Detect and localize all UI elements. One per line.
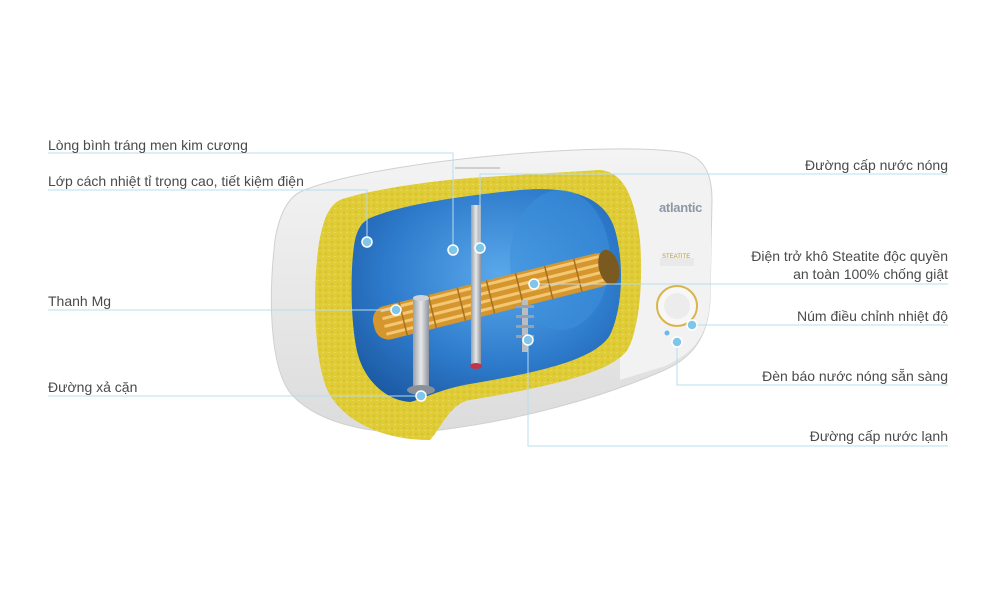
label-temperature-knob: Núm điều chỉnh nhiệt độ [797, 308, 948, 324]
label-hot-water-outlet: Đường cấp nước nóng [805, 157, 948, 173]
steatite-badge: STEATITE [662, 254, 691, 260]
label-enamel-tank: Lòng bình tráng men kim cương [48, 137, 248, 153]
label-drain: Đường xả cặn [48, 379, 138, 395]
leader-lines [48, 152, 948, 447]
label-steatite-heater-line1: Điện trở khô Steatite độc quyền [751, 248, 948, 264]
label-cold-water-inlet: Đường cấp nước lạnh [809, 428, 948, 444]
mg-rod [471, 205, 481, 365]
ready-indicator-light [664, 330, 670, 336]
callout-dots [361, 236, 698, 402]
label-insulation: Lớp cách nhiệt tỉ trọng cao, tiết kiệm đ… [48, 173, 304, 189]
atlantic-logo: atlantic [659, 200, 703, 215]
label-steatite-heater-line2: an toàn 100% chống giật [793, 266, 948, 282]
label-ready-light: Đèn báo nước nóng sẵn sàng [762, 368, 948, 384]
drain-pipe [413, 298, 429, 388]
label-mg-rod: Thanh Mg [48, 293, 112, 309]
